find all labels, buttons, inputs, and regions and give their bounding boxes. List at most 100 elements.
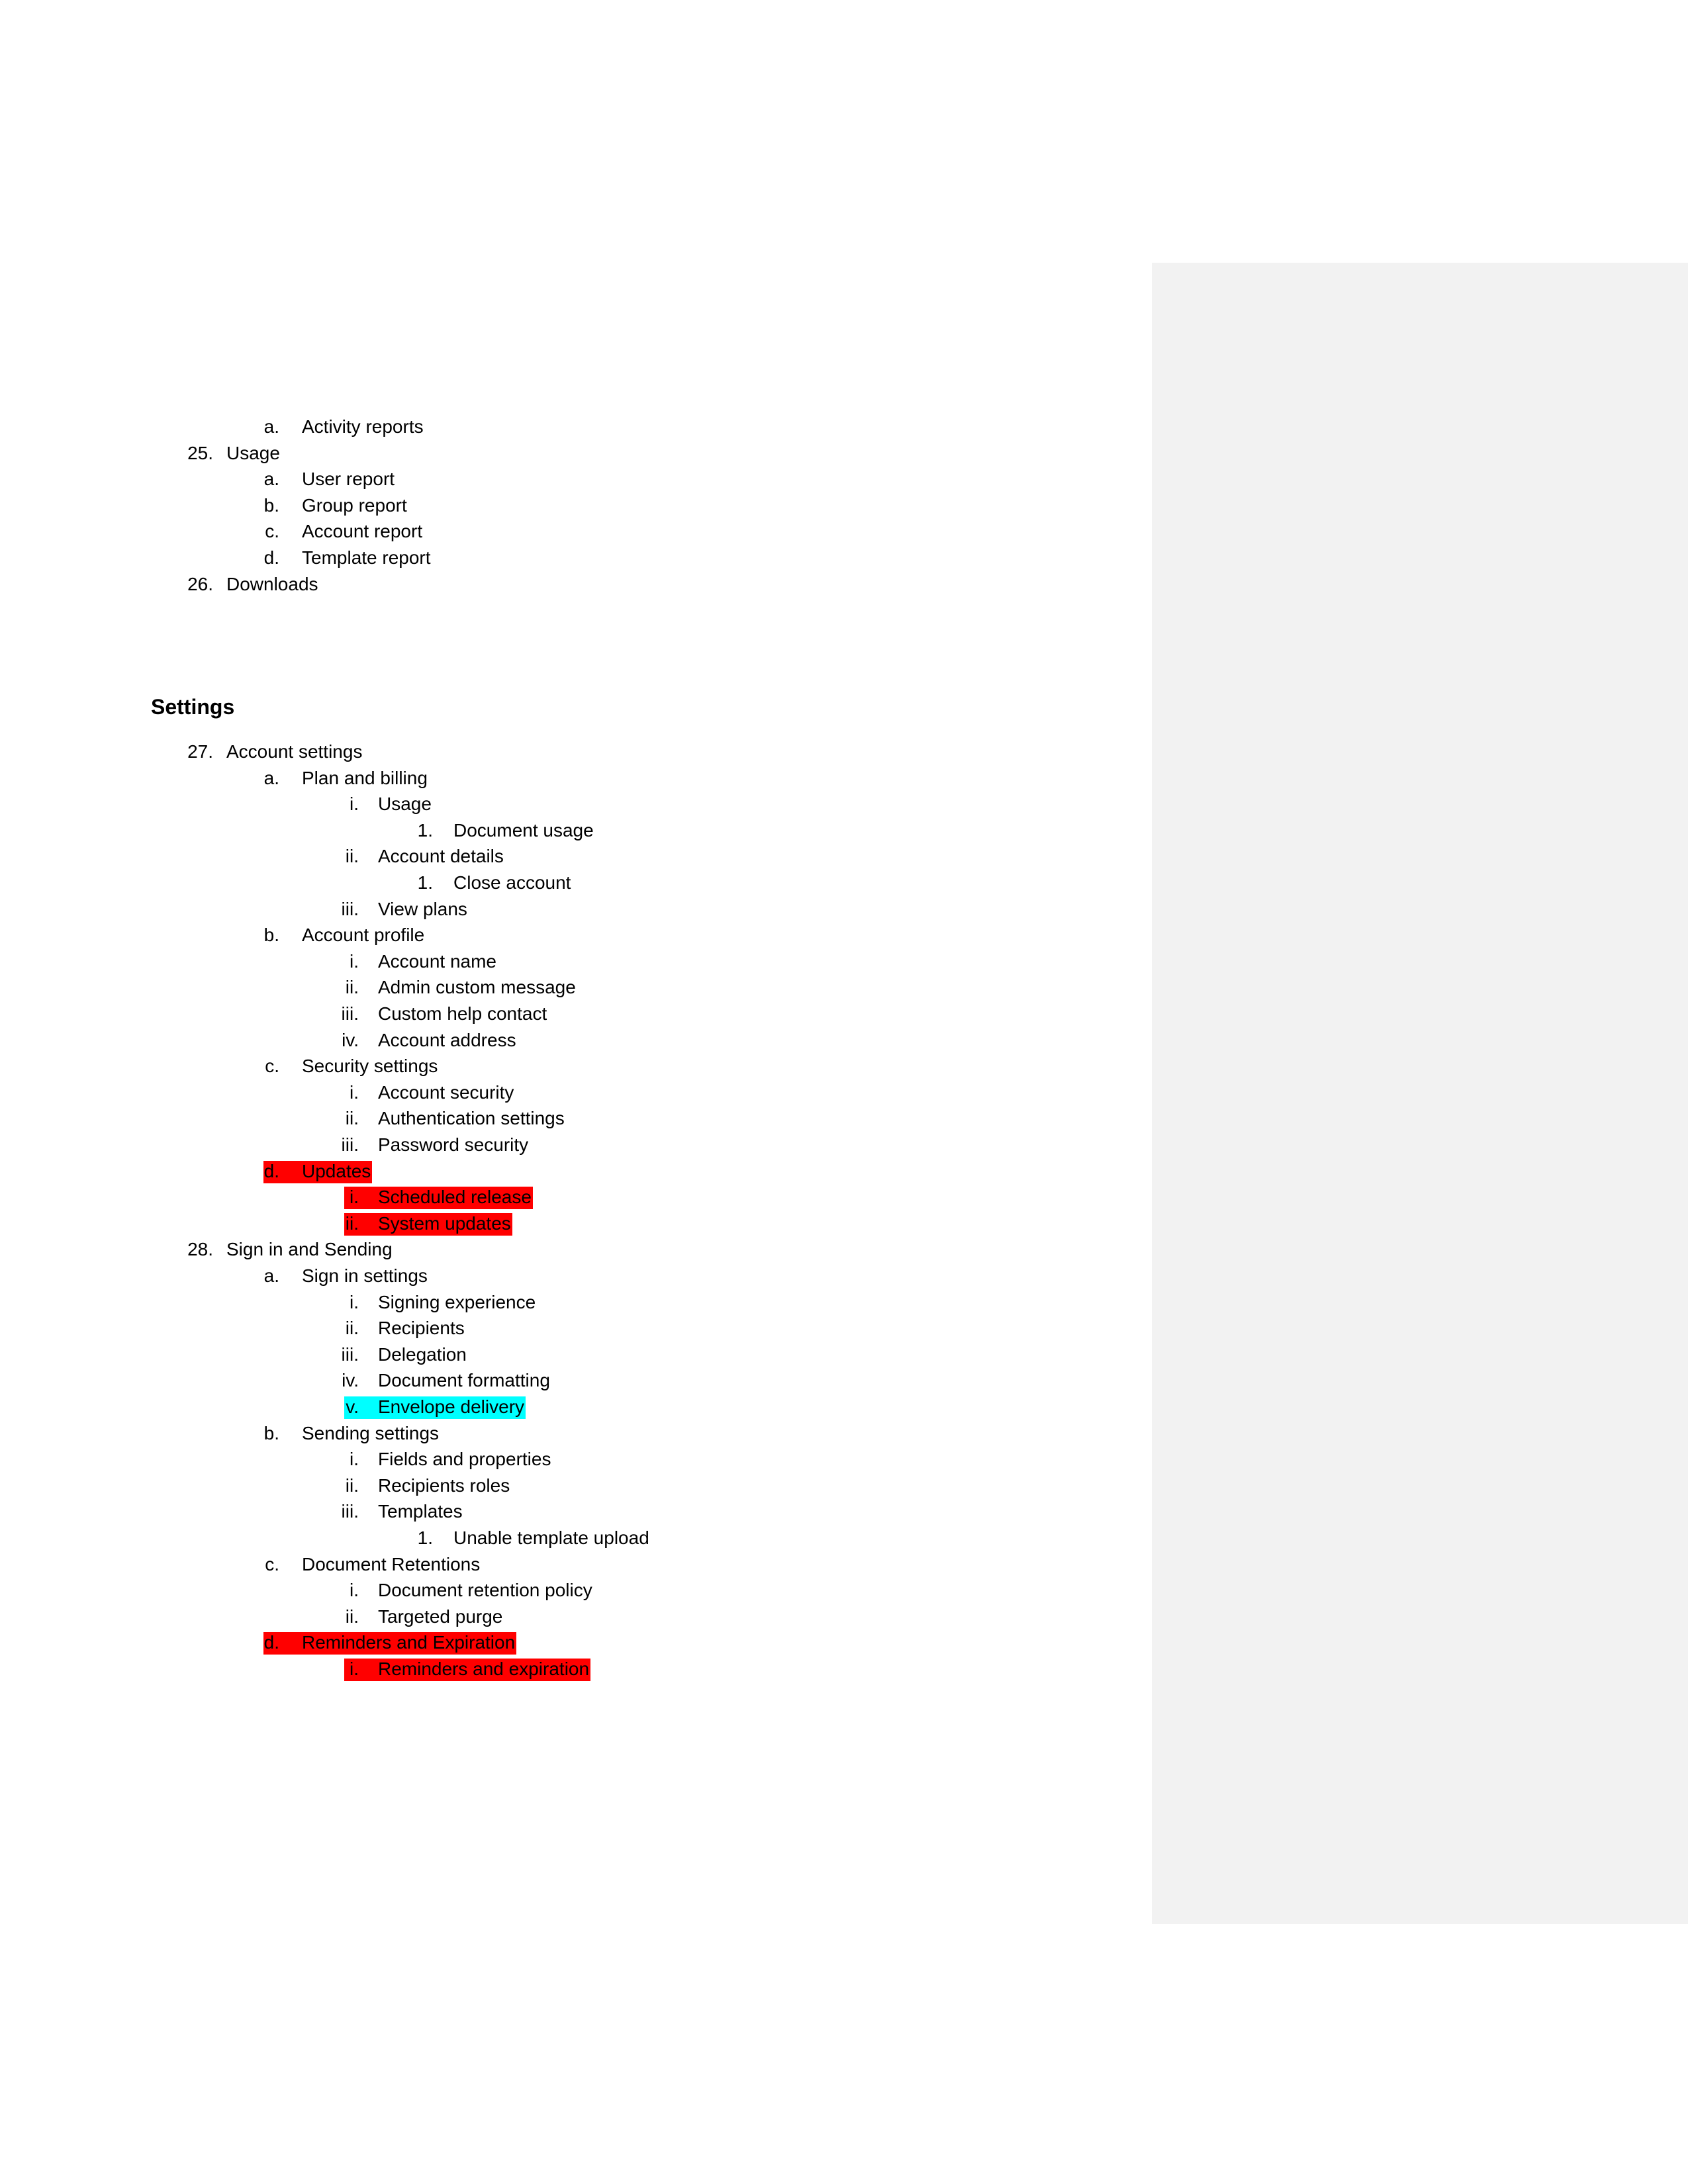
list-item-text: Sign in settings <box>302 1265 428 1286</box>
list-item-text: Account settings <box>226 741 363 762</box>
list-item-text: Template report <box>302 547 431 568</box>
list-item-text: Custom help contact <box>378 1003 547 1024</box>
list-marker: b. <box>263 1422 279 1443</box>
comment-pane <box>1152 263 1688 1924</box>
list-marker: i. <box>350 794 359 815</box>
list-marker: 27. <box>187 741 213 762</box>
text-highlight <box>263 1632 517 1655</box>
outline-item: 28.Sign in and Sending <box>0 1236 1125 1263</box>
list-item-text: Document formatting <box>378 1370 550 1391</box>
list-marker: iv. <box>342 1029 359 1050</box>
list-marker: ii. <box>345 1475 359 1496</box>
list-marker: ii. <box>345 1606 359 1627</box>
list-item-text: Delegation <box>378 1343 467 1365</box>
outline-item: iii.Templates <box>0 1498 1125 1525</box>
list-item-text: Account address <box>378 1029 516 1050</box>
list-item-text: Downloads <box>226 573 318 594</box>
list-item-text: Security settings <box>302 1056 438 1077</box>
list-marker: i. <box>350 1580 359 1601</box>
list-item-text: Document retention policy <box>378 1580 592 1601</box>
list-item-text: Group report <box>302 494 407 516</box>
text-highlight <box>263 1160 373 1183</box>
list-marker: 28. <box>187 1239 213 1260</box>
list-marker: d. <box>263 547 279 568</box>
list-item-text: Authentication settings <box>378 1108 565 1129</box>
list-item-text: Close account <box>453 872 571 893</box>
list-marker: c. <box>265 521 279 542</box>
list-marker: d. <box>263 1632 279 1653</box>
outline-item: i.Account security <box>0 1079 1125 1106</box>
list-marker: i. <box>350 1291 359 1312</box>
list-marker: v. <box>346 1396 359 1417</box>
outline-item: d. Template report <box>0 545 1125 571</box>
outline-item: b. Group report <box>0 492 1125 519</box>
list-marker: ii. <box>345 977 359 998</box>
outline-item: ii.Recipients roles <box>0 1473 1125 1499</box>
outline-item: ii. Authentication settings <box>0 1105 1125 1132</box>
list-marker: i. <box>350 1187 359 1208</box>
list-item-text: Reminders and Expiration <box>302 1632 516 1653</box>
list-marker: a. <box>263 1265 279 1286</box>
outline-item: ii.Recipients <box>0 1315 1125 1342</box>
list-marker: iii. <box>341 1134 359 1155</box>
list-item-text: Reminders and expiration <box>378 1659 590 1679</box>
list-marker: b. <box>263 494 279 516</box>
outline-item: i.Usage <box>0 791 1125 817</box>
list-item-text: System updates <box>378 1212 511 1234</box>
outline-item: iii. Delegation <box>0 1342 1125 1368</box>
outline-item: iii.Custom help contact <box>0 1001 1125 1027</box>
outline-item: i.Fields and properties <box>0 1446 1125 1473</box>
outline-item: c. Security settings <box>0 1053 1125 1079</box>
list-marker: 1. <box>417 819 433 841</box>
list-item-text: Scheduled release <box>378 1187 532 1208</box>
list-item-text: Fields and properties <box>378 1449 551 1470</box>
outline-item: 27. Account settings <box>0 739 1125 765</box>
outline-item: i. Scheduled release <box>0 1184 1125 1210</box>
list-marker: 1. <box>417 1527 433 1548</box>
outline-item: i. Account name <box>0 948 1125 975</box>
outline-item: a.Activity reports <box>0 414 1125 440</box>
list-marker: 25. <box>187 442 213 463</box>
list-marker: iii. <box>341 898 359 919</box>
outline-item: v. Envelope delivery <box>0 1394 1125 1420</box>
outline-item: b.Sending settings <box>0 1420 1125 1447</box>
outline-item: iii.View plans <box>0 896 1125 923</box>
list-item-text: Account report <box>302 521 423 542</box>
outline-item: 26. Downloads <box>0 571 1125 598</box>
outline-item: i. Document retention policy <box>0 1577 1125 1604</box>
outline-item: 1.Unable template upload <box>0 1525 1125 1551</box>
list-item-text: Account name <box>378 950 496 972</box>
outline-item: c.Document Retentions <box>0 1551 1125 1578</box>
list-item-text: Admin custom message <box>378 977 576 998</box>
outline-item: iv. Document formatting <box>0 1367 1125 1394</box>
list-item-text: Updates <box>302 1160 371 1181</box>
outline-item: iv. Account address <box>0 1027 1125 1054</box>
list-marker: 1. <box>417 872 433 893</box>
text-highlight <box>344 1212 512 1236</box>
list-item-text: Plan and billing <box>302 767 428 788</box>
list-marker: i. <box>350 950 359 972</box>
list-item-text: Account profile <box>302 925 425 946</box>
list-marker: c. <box>265 1056 279 1077</box>
list-marker: ii. <box>345 1108 359 1129</box>
list-marker: 26. <box>187 573 213 594</box>
list-item-text: Signing experience <box>378 1291 536 1312</box>
list-item-text: Password security <box>378 1134 529 1155</box>
list-marker: i. <box>350 1659 359 1679</box>
outline-item: a. Sign in settings <box>0 1263 1125 1289</box>
list-marker: iii. <box>341 1343 359 1365</box>
list-item-text: Recipients <box>378 1318 465 1339</box>
outline-item: i. Signing experience <box>0 1289 1125 1316</box>
list-item-text: Targeted purge <box>378 1606 503 1627</box>
list-marker: iv. <box>342 1370 359 1391</box>
list-item-text: Envelope delivery <box>378 1396 525 1417</box>
outline-item: 1.Document usage <box>0 817 1125 844</box>
text-highlight <box>344 1187 533 1210</box>
list-item-text: Usage <box>226 442 280 463</box>
outline-item: a.User report <box>0 466 1125 492</box>
section-heading-settings: Settings <box>151 695 235 719</box>
list-item-text: Account details <box>378 846 504 867</box>
list-item-text: Document Retentions <box>302 1553 481 1574</box>
text-highlight <box>344 1396 526 1419</box>
text-highlight <box>344 1659 591 1681</box>
